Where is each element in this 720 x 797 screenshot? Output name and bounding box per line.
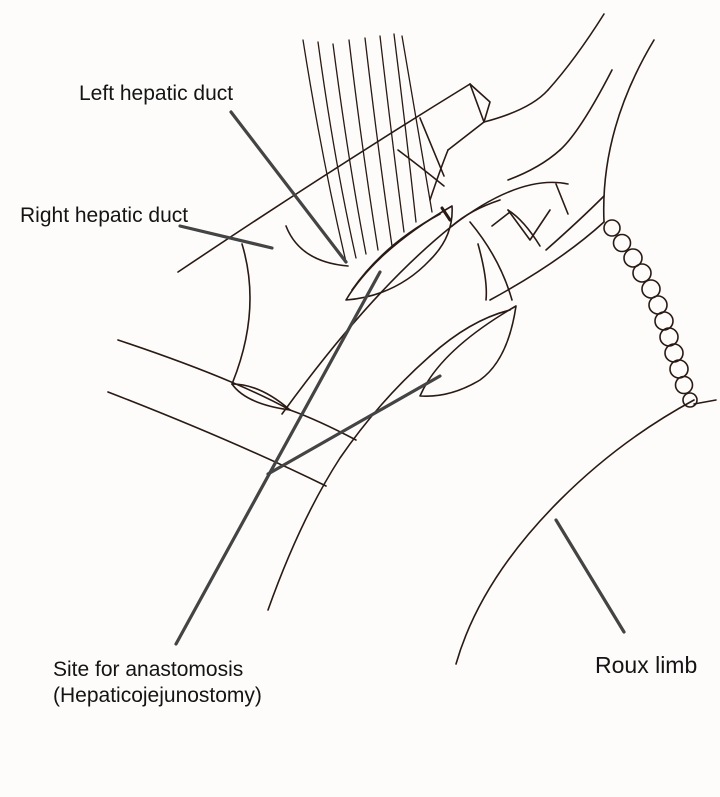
label-left-hepatic-duct: Left hepatic duct	[79, 81, 233, 107]
label-anastomosis-site: Site for anastomosis (Hepaticojejunostom…	[53, 657, 262, 710]
roux-limb-suture-line	[604, 220, 697, 407]
leader-lines	[176, 112, 624, 644]
anastomosis-opening	[346, 206, 452, 300]
label-anastomosis-site-line2: (Hepaticojejunostomy)	[53, 683, 262, 709]
leader-right-hepatic-duct	[180, 226, 272, 248]
label-anastomosis-site-line1: Site for anastomosis	[53, 657, 262, 683]
label-right-hepatic-duct: Right hepatic duct	[20, 203, 188, 229]
right-hepatic-duct	[108, 226, 356, 486]
leader-roux-limb	[556, 520, 624, 632]
leader-anastomosis-branch	[268, 376, 440, 474]
left-hepatic-duct	[178, 14, 604, 272]
leader-anastomosis-main	[176, 272, 380, 644]
label-roux-limb: Roux limb	[595, 651, 697, 680]
leader-left-hepatic-duct	[231, 112, 346, 262]
